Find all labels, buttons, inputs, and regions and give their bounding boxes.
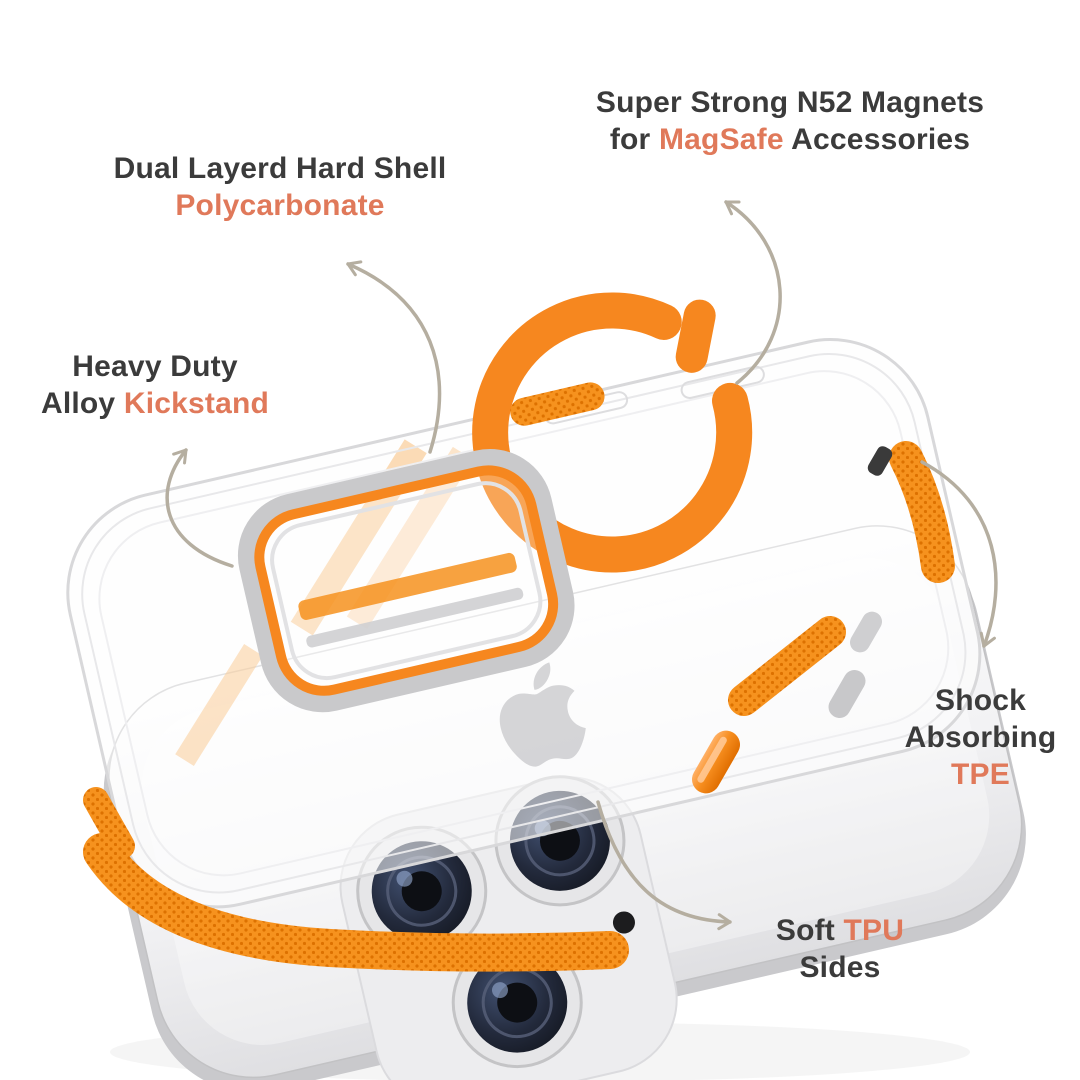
side-button-gray-2 xyxy=(850,611,882,653)
callout-kickstand-line2-pre: Alloy xyxy=(40,387,124,421)
camera-cutout-kickstand xyxy=(237,449,575,713)
callout-shock-line2: Absorbing xyxy=(904,721,1057,755)
callout-shock-line1: Shock xyxy=(934,684,1027,717)
arrow-magnets xyxy=(724,200,782,385)
callout-arrows xyxy=(165,200,998,931)
callout-magnets-line2-accent: MagSafe xyxy=(658,123,784,157)
callout-kickstand-line2-accent: Kickstand xyxy=(123,387,270,421)
tpu-strip-left xyxy=(83,787,135,859)
callout-hard-shell: Dual Layerd Hard Shell Polycarbonate xyxy=(80,150,480,224)
callout-magnets-line2-pre: for xyxy=(609,123,659,157)
side-button-gray-1 xyxy=(828,670,866,718)
callout-tpu-line1-pre: Soft xyxy=(775,914,844,947)
callout-tpu-line1: Soft TPU xyxy=(735,912,945,949)
callout-kickstand-line2: Alloy Kickstand xyxy=(25,385,285,422)
callout-tpu-line1-accent: TPU xyxy=(843,914,905,947)
callout-kickstand: Heavy Duty Alloy Kickstand xyxy=(25,348,285,422)
arrow-kickstand xyxy=(165,448,234,568)
callout-tpu-line2: Sides xyxy=(799,951,881,985)
tpu-strip-right-mid xyxy=(728,616,846,716)
arrow-tpu xyxy=(596,800,732,931)
arrow-hard-shell xyxy=(346,260,442,454)
magsafe-align-magnet xyxy=(675,299,716,373)
callout-hard-shell-line1: Dual Layerd Hard Shell xyxy=(113,152,447,185)
callout-magnets-line2: for MagSafe Accessories xyxy=(555,121,1025,158)
callout-magnets: Super Strong N52 Magnets for MagSafe Acc… xyxy=(555,84,1025,158)
case xyxy=(66,292,982,909)
kickstand-bar xyxy=(298,552,517,620)
callout-hard-shell-line2: Polycarbonate xyxy=(175,189,385,223)
tpu-strips xyxy=(83,441,955,972)
magsafe-textured-bar xyxy=(510,382,605,426)
callout-tpu: Soft TPU Sides xyxy=(735,912,945,986)
side-button-orange xyxy=(692,730,740,794)
tpu-strip-bottom xyxy=(83,833,629,972)
callout-magnets-line1: Super Strong N52 Magnets xyxy=(595,86,985,119)
camera-flash xyxy=(612,911,635,934)
callout-magnets-line2-post: Accessories xyxy=(783,123,971,157)
tpu-strip-right-top xyxy=(889,441,955,583)
arrow-shock xyxy=(920,460,998,648)
callout-shock: Shock Absorbing TPE xyxy=(878,682,1080,794)
callout-shock-line3: TPE xyxy=(951,758,1010,792)
kickstand-hinge xyxy=(306,587,524,648)
mute-switch-slot xyxy=(867,446,893,476)
callout-kickstand-line1: Heavy Duty xyxy=(72,350,238,383)
